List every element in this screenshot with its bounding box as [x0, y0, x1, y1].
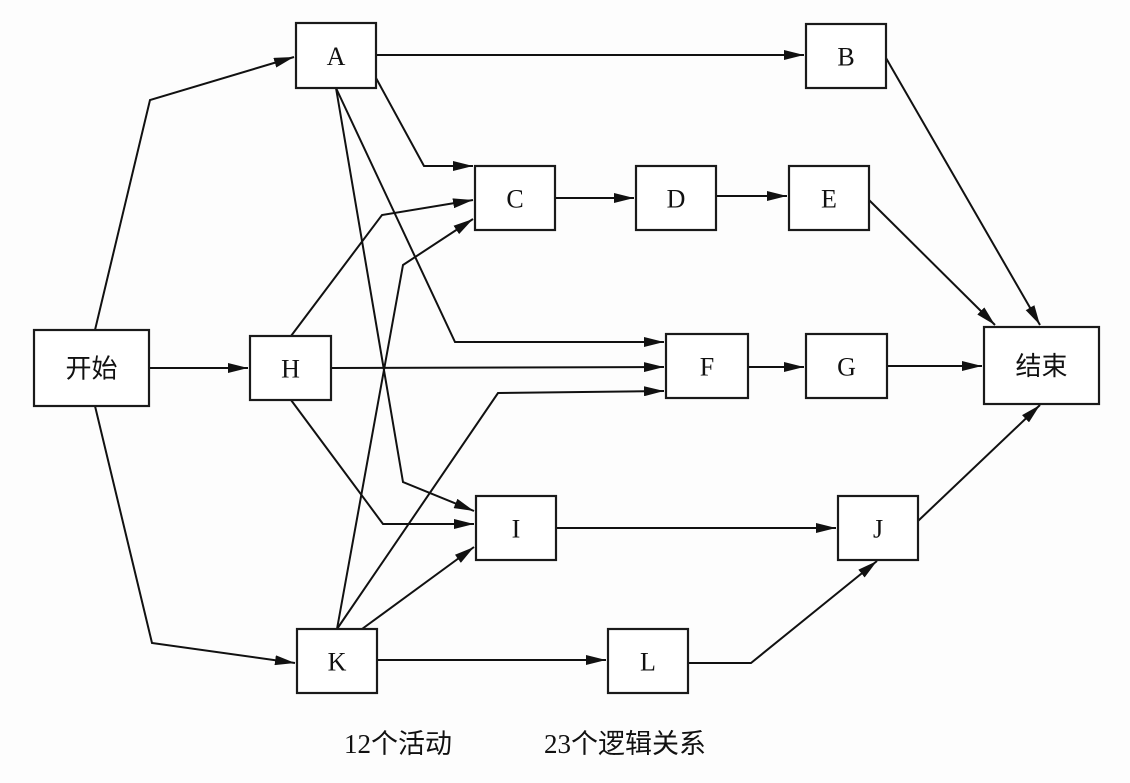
edge-A-to-F	[335, 87, 664, 347]
node-I: I	[474, 494, 558, 562]
node-label-K: K	[328, 648, 347, 677]
node-label-I: I	[512, 515, 521, 544]
node-J: J	[836, 494, 920, 562]
caption-activities: 12个活动	[344, 729, 452, 759]
edge-start-to-K	[94, 405, 296, 666]
edge-K-to-F	[336, 386, 665, 630]
node-label-A: A	[327, 42, 346, 71]
node-A: A	[294, 21, 378, 90]
node-start: 开始	[32, 328, 151, 408]
node-C: C	[473, 164, 557, 232]
node-label-F: F	[700, 353, 714, 382]
node-label-end: 结束	[1015, 352, 1067, 381]
node-B: B	[804, 22, 888, 90]
node-box-A	[294, 21, 378, 90]
node-label-H: H	[281, 355, 300, 384]
node-box-F	[664, 332, 750, 400]
node-box-E	[787, 164, 871, 232]
node-L: L	[606, 627, 690, 695]
node-box-end	[982, 325, 1101, 406]
node-F: F	[664, 332, 750, 400]
node-label-start: 开始	[65, 355, 117, 384]
node-box-I	[474, 494, 558, 562]
nodes-layer: 开始 A B C D E F G H I J K L 结束	[32, 21, 1101, 695]
edge-L-to-J	[688, 560, 878, 664]
edge-K-to-I	[361, 546, 475, 630]
edge-H-to-C	[290, 198, 474, 337]
node-H: H	[248, 334, 333, 402]
edge-H-to-I	[290, 399, 474, 529]
node-box-J	[836, 494, 920, 562]
node-label-E: E	[821, 185, 837, 214]
edge-H-to-F	[330, 362, 665, 373]
node-box-H	[248, 334, 333, 402]
node-box-G	[804, 332, 889, 400]
edges-layer	[94, 50, 1041, 666]
edge-A-to-I	[335, 87, 475, 512]
caption-relations: 23个逻辑关系	[544, 729, 706, 759]
edge-J-to-end	[917, 404, 1041, 522]
node-box-K	[295, 627, 379, 695]
node-box-C	[473, 164, 557, 232]
node-box-D	[634, 164, 718, 232]
node-label-D: D	[667, 185, 686, 214]
node-label-C: C	[506, 185, 523, 214]
edge-start-to-A	[94, 56, 295, 331]
edge-E-to-end	[868, 199, 996, 326]
node-K: K	[295, 627, 379, 695]
node-end: 结束	[982, 325, 1101, 406]
node-D: D	[634, 164, 718, 232]
node-label-G: G	[837, 353, 856, 382]
node-box-start	[32, 328, 151, 408]
node-E: E	[787, 164, 871, 232]
edge-A-to-C	[375, 77, 473, 171]
edge-B-to-end	[885, 57, 1041, 326]
edge-K-to-C	[336, 218, 474, 630]
node-box-B	[804, 22, 888, 90]
node-G: G	[804, 332, 889, 400]
node-label-L: L	[640, 648, 656, 677]
node-label-J: J	[873, 515, 883, 544]
node-box-L	[606, 627, 690, 695]
node-label-B: B	[837, 43, 854, 72]
